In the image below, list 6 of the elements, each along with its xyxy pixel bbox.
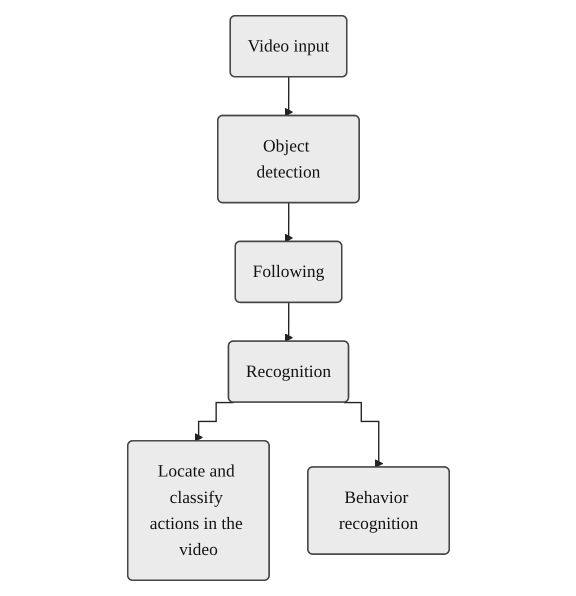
arrow (284, 76, 293, 116)
arrow (194, 402, 234, 442)
arrow (344, 402, 383, 468)
arrow (284, 302, 293, 342)
arrow (284, 202, 293, 242)
flowchart: Video input Object detection Following Recognition Locate and classify actions in the video Behavior recognition (120, 8, 456, 588)
